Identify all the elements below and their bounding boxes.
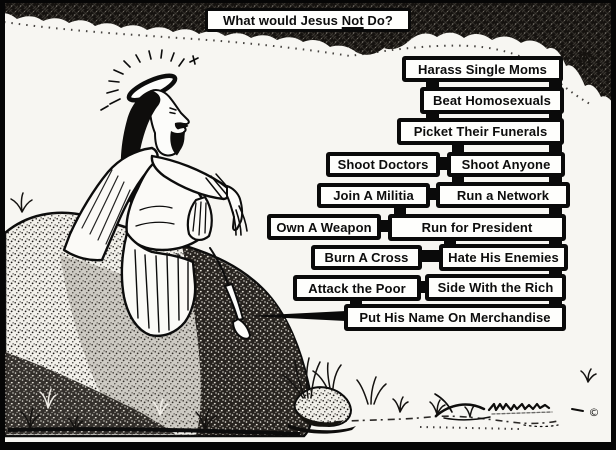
- box-connector: [350, 297, 362, 308]
- jesus-figure: [62, 49, 251, 340]
- artist-signature: ©: [434, 393, 600, 428]
- callout-burn-a-cross: Burn A Cross: [311, 245, 422, 270]
- title-suffix: Do?: [363, 12, 393, 28]
- box-connector: [549, 297, 562, 308]
- title-text: What would Jesus Not Do?: [223, 14, 393, 27]
- box-connector: [444, 237, 456, 248]
- callout-beat-homosexuals: Beat Homosexuals: [420, 87, 564, 114]
- callout-hate-his-enemies: Hate His Enemies: [439, 244, 568, 271]
- title-banner: What would Jesus Not Do?: [205, 8, 411, 32]
- callout-join-a-militia: Join A Militia: [317, 183, 430, 208]
- box-connector: [452, 142, 464, 155]
- halo-icon: [100, 49, 199, 111]
- callout-picket-their-funerals: Picket Their Funerals: [397, 118, 564, 145]
- callout-own-a-weapon: Own A Weapon: [267, 214, 381, 240]
- callout-side-with-the-rich: Side With the Rich: [425, 274, 566, 301]
- sky-texture: [0, 0, 616, 106]
- title-not: Not: [341, 12, 364, 28]
- callout-put-his-name-on-merchandise: Put His Name On Merchandise: [344, 304, 566, 331]
- callout-harass-single-moms: Harass Single Moms: [402, 56, 563, 82]
- box-connector: [549, 267, 562, 278]
- copyright-symbol: ©: [589, 406, 600, 419]
- title-prefix: What would Jesus: [223, 12, 342, 28]
- grass: [10, 192, 597, 431]
- callout-shoot-anyone: Shoot Anyone: [447, 152, 565, 177]
- callout-shoot-doctors: Shoot Doctors: [326, 152, 440, 177]
- callout-run-for-president: Run for President: [388, 214, 566, 241]
- box-connector: [417, 250, 443, 262]
- ground-line: [315, 415, 559, 430]
- callout-run-a-network: Run a Network: [436, 182, 570, 208]
- callout-tail: [247, 311, 346, 321]
- box-connector: [549, 237, 562, 248]
- callout-attack-the-poor: Attack the Poor: [293, 275, 421, 301]
